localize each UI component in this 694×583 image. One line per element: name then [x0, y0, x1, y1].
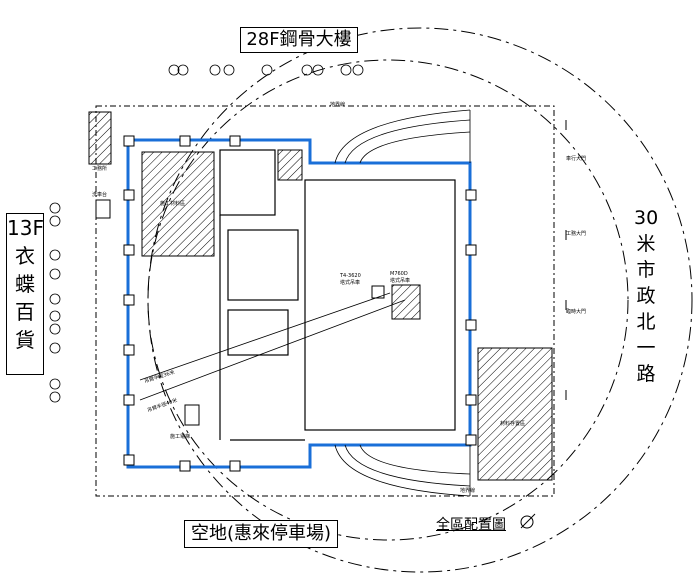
road-char: 市: [636, 259, 656, 281]
ramp-top: [334, 109, 471, 164]
guardroom: [88, 111, 112, 165]
label-crane-model-2: M760D: [390, 271, 408, 277]
parking-lot-label: 空地(惠來停車場): [184, 520, 338, 548]
label-washing: 洗車台: [92, 191, 107, 198]
lift-box: [184, 404, 200, 426]
core-walls: [219, 149, 456, 441]
building-13f-char: 衣: [15, 244, 35, 268]
crane-booms: [139, 292, 406, 401]
label-boundary-bottom: 地界線: [460, 487, 475, 494]
label-material-right: 材料存置區: [500, 420, 525, 427]
label-crane-type-2: 塔式吊車: [390, 277, 410, 284]
building-13f-char: 貨: [15, 328, 35, 352]
crane-radius-circle-outer: [147, 27, 693, 573]
material-area-left: [141, 151, 215, 257]
crane-radius-circle-inner: [147, 59, 629, 541]
label-gate-2: 工務大門: [566, 230, 586, 237]
label-crane-type: 塔式吊車: [340, 279, 360, 286]
building-28f-label: 28F鋼骨大樓: [240, 27, 358, 53]
road-label: 30 米 市 政 北 一 路: [634, 205, 658, 387]
columns: [123, 135, 477, 472]
label-crane-model: T4-3620: [339, 273, 361, 279]
washing-area: [95, 199, 111, 219]
stair-core: [277, 149, 303, 181]
label-boundary-top: 地界線: [330, 101, 345, 108]
site-plan-title: 全區配置圖: [436, 517, 506, 533]
road-char: 路: [636, 363, 656, 385]
building-13f-label: 13F 衣 蝶 百 貨: [6, 213, 44, 375]
crane-base-small: [371, 285, 385, 299]
building-13f-char: 百: [15, 300, 35, 324]
label-gate-1: 車行大門: [566, 155, 586, 162]
road-char: 北: [636, 311, 656, 333]
ramp-bottom: [334, 444, 471, 497]
label-guardroom: 工務所: [92, 165, 107, 172]
label-lift: 施工電梯: [170, 433, 190, 440]
building-13f-char: 13F: [7, 216, 44, 240]
material-area-right: [477, 347, 553, 481]
grid-bubbles-left: [49, 202, 61, 403]
road-char: 政: [636, 285, 656, 307]
site-boundary: [95, 105, 555, 497]
crane-base: [391, 284, 421, 320]
label-material-left: 施工材料區: [160, 200, 185, 207]
road-char: 米: [636, 233, 656, 255]
north-arrow-icon: [520, 513, 536, 529]
grid-bubbles-top: [168, 64, 364, 76]
road-char: 30: [634, 207, 659, 229]
label-radius-2: 吊臂半徑40米: [146, 397, 178, 414]
label-radius-1: 吊臂半徑36米: [143, 369, 175, 385]
label-gate-3: 臨時大門: [566, 308, 586, 315]
road-char: 一: [636, 337, 656, 359]
building-13f-char: 蝶: [15, 272, 35, 296]
